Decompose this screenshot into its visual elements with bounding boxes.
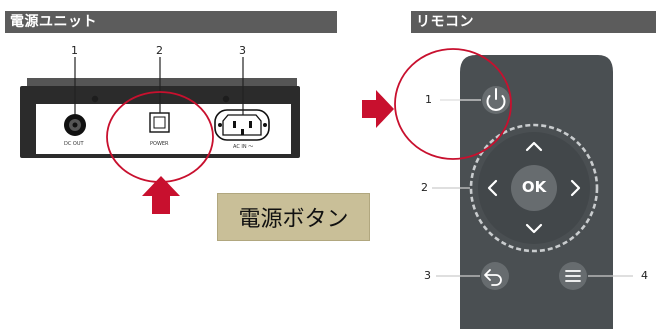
remote-callout-2: 2 bbox=[421, 181, 428, 194]
remote-device bbox=[460, 55, 613, 329]
callout-2: 2 bbox=[156, 44, 163, 57]
back-icon bbox=[484, 269, 502, 286]
remote-callout-4: 4 bbox=[641, 269, 648, 282]
remote-header: リモコン bbox=[411, 11, 656, 33]
callout-3: 3 bbox=[239, 44, 246, 57]
power-unit-header: 電源ユニット bbox=[5, 11, 337, 33]
up-arrow-icon bbox=[142, 176, 180, 214]
power-switch bbox=[149, 112, 170, 133]
power-button-label: 電源ボタン bbox=[217, 193, 370, 241]
power-icon bbox=[486, 95, 506, 111]
dpad-left-icon bbox=[487, 179, 498, 197]
dpad-up-icon bbox=[525, 141, 543, 152]
dpad-down-icon bbox=[525, 223, 543, 234]
dc-out-port bbox=[64, 114, 86, 136]
ac-in-label: AC IN ～ bbox=[233, 144, 254, 150]
ac-in-socket bbox=[214, 109, 270, 141]
remote-callout-3: 3 bbox=[424, 269, 431, 282]
remote-power-highlight-circle bbox=[394, 48, 512, 160]
power-label: POWER bbox=[150, 141, 169, 147]
menu-icon bbox=[565, 270, 581, 282]
dpad-right-icon bbox=[570, 179, 581, 197]
right-arrow-icon bbox=[362, 90, 394, 128]
remote-callout-1: 1 bbox=[425, 93, 432, 106]
dc-out-label: DC OUT bbox=[64, 141, 84, 147]
ok-button-label: OK bbox=[521, 178, 547, 196]
callout-1: 1 bbox=[71, 44, 78, 57]
